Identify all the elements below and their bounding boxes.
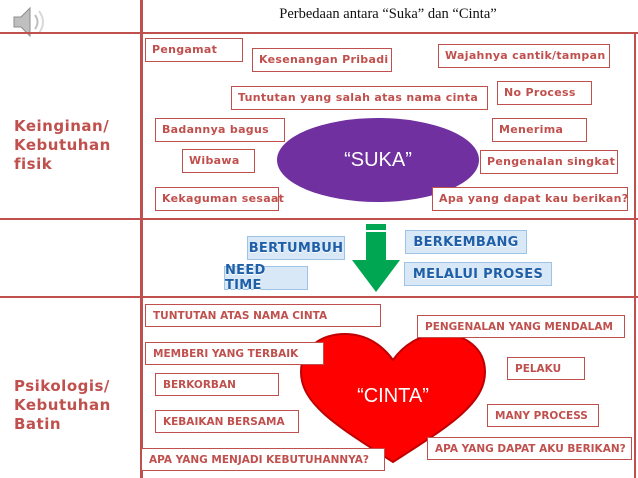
middle-item-bertumbuh: BERTUMBUH xyxy=(247,236,345,260)
heart-shape xyxy=(297,330,489,466)
cinta-item-berkorban: BERKORBAN xyxy=(155,373,279,396)
suka-item-tuntutan: Tuntutan yang salah atas nama cinta xyxy=(231,86,488,110)
cinta-item-memberi: MEMBERI YANG TERBAIK xyxy=(145,342,324,365)
suka-item-apa-kau: Apa yang dapat kau berikan? xyxy=(432,187,628,211)
suka-center-label: “SUKA” xyxy=(344,148,412,171)
cinta-item-apa-aku: APA YANG DAPAT AKU BERIKAN? xyxy=(427,437,632,460)
cinta-center-label: “CINTA” xyxy=(357,385,429,407)
row-divider-top xyxy=(0,32,638,34)
suka-item-wajahnya: Wajahnya cantik/tampan xyxy=(438,44,610,68)
cinta-item-kebaikan: KEBAIKAN BERSAMA xyxy=(155,410,299,433)
suka-item-kekaguman: Kekaguman sesaat xyxy=(155,187,284,211)
right-border xyxy=(634,32,636,478)
suka-item-kesenangan: Kesenangan Pribadi xyxy=(252,48,392,72)
row-divider-middle xyxy=(0,218,638,220)
suka-item-pengamat: Pengamat xyxy=(145,38,243,62)
cinta-item-apa-kebutuhan: APA YANG MENJADI KEBUTUHANNYA? xyxy=(141,448,385,471)
arrow-down-icon xyxy=(350,222,402,294)
middle-item-melalui-proses: MELALUI PROSES xyxy=(404,262,552,286)
suka-ellipse: “SUKA” xyxy=(277,118,479,202)
cinta-item-pengenalan: PENGENALAN YANG MENDALAM xyxy=(417,315,625,338)
cinta-item-pelaku: PELAKU xyxy=(507,357,585,380)
row-divider-bottom xyxy=(0,296,638,298)
row-label-physical: Keinginan/ Kebutuhan fisik xyxy=(14,117,111,173)
page-title: Perbedaan antara “Suka” dan “Cinta” xyxy=(279,6,497,22)
suka-item-badannya: Badannya bagus xyxy=(155,118,285,142)
suka-item-menerima: Menerima xyxy=(492,118,587,142)
cinta-item-many-process: MANY PROCESS xyxy=(487,404,599,427)
suka-item-pengenalan: Pengenalan singkat xyxy=(480,150,618,174)
cinta-item-tuntutan: TUNTUTAN ATAS NAMA CINTA xyxy=(145,304,381,327)
suka-item-wibawa: Wibawa xyxy=(182,149,255,173)
speaker-icon[interactable] xyxy=(6,2,50,42)
middle-item-need-time: NEED TIME xyxy=(224,263,308,293)
suka-item-no-process: No Process xyxy=(497,81,592,105)
middle-item-berkembang: BERKEMBANG xyxy=(405,230,527,254)
column-divider xyxy=(140,0,143,478)
row-label-psychological: Psikologis/ Kebutuhan Batin xyxy=(14,377,111,433)
